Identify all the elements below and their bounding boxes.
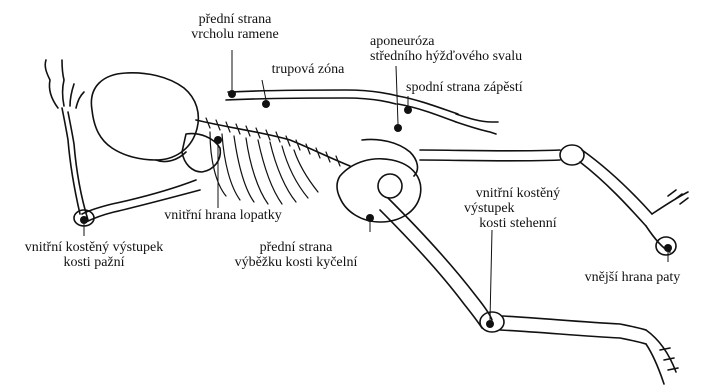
- marker-wrist-underside: [404, 106, 412, 114]
- ribcage: [210, 132, 318, 204]
- left-hand: [45, 60, 84, 108]
- right-femur: [420, 150, 560, 161]
- label-iliac-spine-line1: přední strana: [206, 240, 386, 255]
- label-trunk-zone-line1: trupová zóna: [238, 62, 378, 77]
- right-upper-arm-2: [226, 98, 396, 104]
- label-heel-edge: vnější hrana paty: [560, 270, 705, 285]
- marker-humerus-epicondyle: [80, 216, 88, 224]
- label-femur-epicondyle-line1: vnitřní kostěný: [448, 186, 588, 201]
- label-wrist-underside: spodní strana zápěstí: [406, 80, 606, 95]
- marker-trunk-zone: [262, 100, 270, 108]
- label-femur-epicondyle: vnitřní kostěný výstupek kosti stehenní: [448, 186, 588, 231]
- spine-vertebrae: [206, 118, 340, 166]
- label-humerus-epicondyle-line1: vnitřní kostěný výstupek: [4, 240, 184, 255]
- label-gluteal-aponeurosis: aponeuróza středního hýžďového svalu: [370, 34, 620, 64]
- label-shoulder-top: přední strana vrcholu ramene: [160, 12, 310, 42]
- label-humerus-epicondyle: vnitřní kostěný výstupek kosti pažní: [4, 240, 184, 270]
- marker-gluteal-aponeurosis: [394, 124, 402, 132]
- right-hand: [456, 114, 498, 134]
- label-scapula-edge: vnitřní hrana lopatky: [138, 208, 308, 223]
- left-tibia: [500, 316, 646, 344]
- label-humerus-epicondyle-line2: kosti pažní: [4, 255, 184, 270]
- marker-scapula-edge: [214, 136, 222, 144]
- hip-joint: [378, 174, 402, 198]
- marker-heel-edge: [664, 244, 672, 252]
- label-gluteal-aponeurosis-line1: aponeuróza: [370, 34, 620, 49]
- left-foot: [646, 330, 678, 384]
- sacrum: [362, 140, 417, 177]
- right-foot: [646, 190, 688, 252]
- label-femur-epicondyle-line2: výstupek: [448, 201, 588, 216]
- label-shoulder-top-line2: vrcholu ramene: [160, 27, 310, 42]
- right-upper-arm: [228, 90, 398, 96]
- label-iliac-spine: přední strana výběžku kosti kyčelní: [206, 240, 386, 270]
- label-shoulder-top-line1: přední strana: [160, 12, 310, 27]
- label-trunk-zone: trupová zóna: [238, 62, 378, 77]
- label-heel-edge-line1: vnější hrana paty: [560, 270, 705, 285]
- marker-femur-epicondyle: [486, 320, 494, 328]
- label-femur-epicondyle-line3: kosti stehenní: [448, 216, 588, 231]
- right-tibia: [580, 150, 652, 226]
- label-wrist-underside-line1: spodní strana zápěstí: [406, 80, 606, 95]
- label-scapula-edge-line1: vnitřní hrana lopatky: [138, 208, 308, 223]
- label-gluteal-aponeurosis-line2: středního hýžďového svalu: [370, 49, 620, 64]
- label-iliac-spine-line2: výběžku kosti kyčelní: [206, 255, 386, 270]
- marker-iliac-spine: [366, 214, 374, 222]
